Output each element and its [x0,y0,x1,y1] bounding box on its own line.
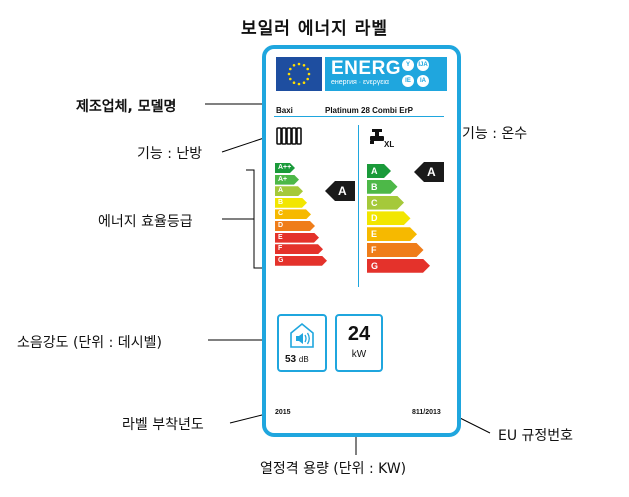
scale-bar-f: F [367,243,424,257]
power-value: 24 [347,323,371,345]
callout-manufacturer: 제조업체, 모델명 [76,99,177,115]
radiator-icon [275,125,303,151]
scale-bar-c: C [275,209,311,219]
section-divider [358,125,359,287]
energ-subtitle: енергия · ενεργεια [331,79,389,86]
scale-bar-b: B [275,198,307,208]
label-year: 2015 [275,409,291,416]
lang-badge-2: IJA [417,59,429,71]
callout-heat-output: 열정격 용량 (단위 : KW) [260,461,407,477]
callout-heating: 기능 : 난방 [137,146,203,162]
heat-output-box: 24 kW [335,314,383,372]
scale-bar-f: F [275,244,323,254]
lang-badge-1: Y [402,59,414,71]
sound-value: 53 [285,354,297,365]
callout-regulation: EU 규정번호 [498,428,574,444]
scale-bar-e: E [275,233,319,243]
brand-name: Baxi [276,106,293,115]
scale-bar-a: A [275,186,303,196]
callout-sound: 소음강도 (단위 : 데시벨) [17,335,162,351]
callout-year: 라벨 부착년도 [122,417,204,433]
page-title: 보일러 에너지 라벨 [241,19,388,39]
scale-bar-c: C [367,196,404,210]
sound-level-box: 53 dB [277,314,327,372]
water-profile: XL [384,140,395,149]
power-unit: kW [351,349,367,360]
scale-bar-g: G [275,256,327,266]
model-name: Platinum 28 Combi ErP [325,106,414,115]
tap-icon [367,127,391,151]
lang-badge-3: IE [402,75,414,87]
scale-bar-aplus: A+ [275,175,299,185]
sound-unit: dB [298,355,309,364]
year-line [229,413,267,424]
callout-efficiency: 에너지 효율등급 [98,214,193,230]
scale-bar-e: E [367,227,417,241]
energ-word: ENERG [331,58,402,79]
callout-hot-water: 기능 : 온수 [462,126,528,142]
scale-bar-b: B [367,180,398,194]
scale-bar-a: A [367,164,391,178]
regulation-number: 811/2013 [412,409,441,416]
lang-badge-4: IA [417,75,429,87]
eu-flag-icon [276,57,322,91]
speaker-icon [288,321,316,353]
scale-bar-d: D [275,221,315,231]
scale-bar-g: G [367,259,430,273]
brand-row-divider [274,116,444,117]
scale-bar-aplusplus: A++ [275,163,295,173]
scale-bar-d: D [367,211,411,225]
rating-arrow: A [325,181,355,201]
rating-arrow: A [414,162,444,182]
